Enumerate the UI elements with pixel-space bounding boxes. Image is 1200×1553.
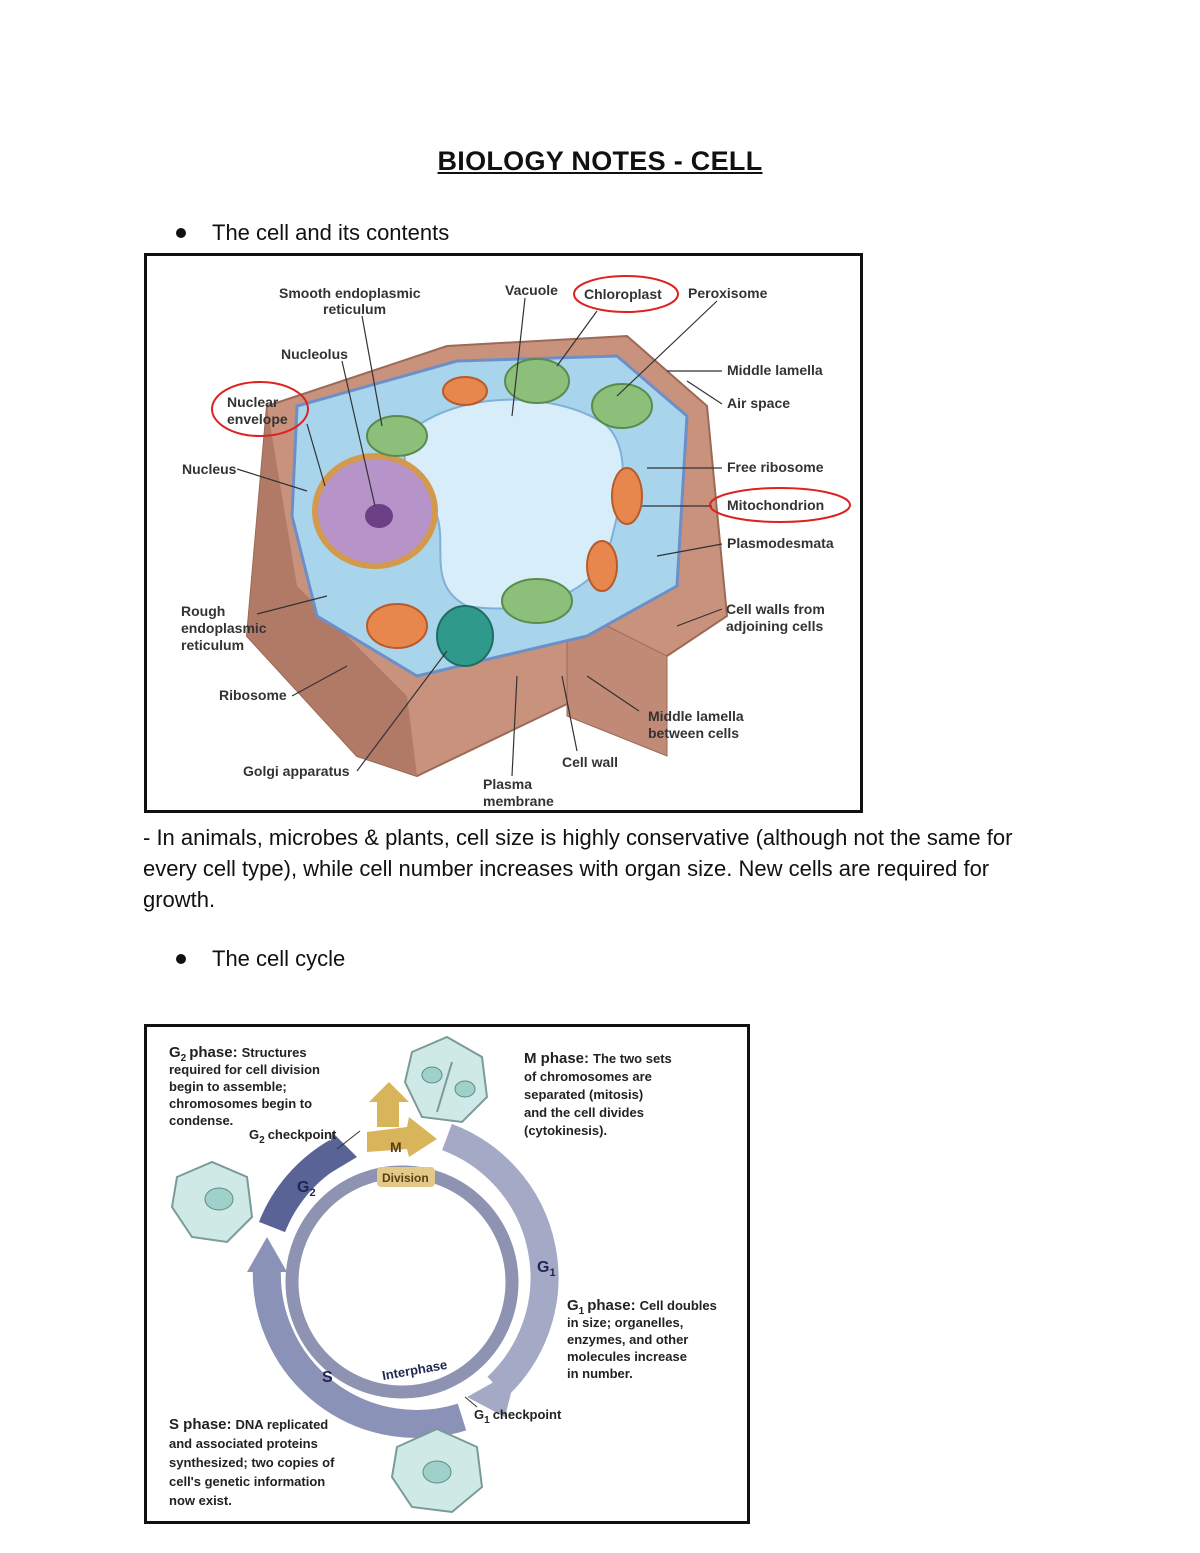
mitochondrion-shape — [442, 376, 488, 406]
bullet-text: The cell cycle — [212, 946, 346, 971]
mitochondrion-shape — [611, 467, 643, 525]
division-label: Division — [382, 1171, 429, 1185]
body-paragraph: - In animals, microbes & plants, cell si… — [143, 825, 1013, 912]
g2-checkpoint-line — [336, 1130, 361, 1150]
plant-cell-figure: Smooth endoplasmic reticulum Vacuole Chl… — [144, 253, 863, 813]
label-nucleus: Nucleus — [182, 461, 237, 477]
label-smooth-er: Smooth endoplasmic — [279, 285, 421, 301]
mitochondrion-highlight — [709, 487, 851, 523]
g1-arrow-label: G1 — [537, 1259, 556, 1279]
label-cell-walls: Cell walls from — [726, 601, 825, 617]
label-rough-2: endoplasmic — [181, 620, 267, 636]
label-nucleolus: Nucleolus — [281, 346, 348, 362]
m-phase-text: M phase:The two sets of chromosomes are … — [524, 1050, 675, 1138]
chloroplast-shape — [504, 358, 570, 404]
label-ribosome: Ribosome — [219, 687, 287, 703]
division-badge — [377, 1167, 435, 1187]
label-middle-lamella-cells-2: between cells — [648, 725, 739, 741]
cycle-inner-ring — [285, 1165, 519, 1399]
g1-arrow-band — [441, 1123, 559, 1398]
s-arrow-head — [247, 1237, 287, 1272]
g1-arrow-head — [467, 1369, 517, 1417]
m-arrow-up — [369, 1082, 409, 1127]
bullet-dot — [176, 954, 186, 964]
cell-icon-top — [403, 1035, 489, 1124]
chloroplast-shape — [366, 415, 428, 457]
cell-icon-left — [170, 1160, 254, 1244]
label-plasmodesmata: Plasmodesmata — [727, 535, 834, 551]
label-membrane: membrane — [483, 793, 554, 809]
bullet-text: The cell and its contents — [212, 220, 450, 245]
cell-icon-bottom — [390, 1427, 484, 1514]
mitochondrion-shape — [586, 540, 618, 592]
chloroplast-shape — [591, 383, 653, 429]
label-air-space: Air space — [727, 395, 790, 411]
g2-arrow-band — [258, 1139, 345, 1233]
wall-front — [566, 605, 668, 757]
label-chloroplast: Chloroplast — [584, 286, 662, 302]
g2-arrow-label: G2 — [297, 1179, 316, 1199]
s-arrow-label: S — [322, 1369, 333, 1386]
g2-arrow-head — [327, 1132, 357, 1175]
label-middle-lamella: Middle lamella — [727, 362, 823, 378]
page-title: BIOLOGY NOTES - CELL — [437, 146, 763, 176]
m-arrow-right — [367, 1117, 437, 1157]
label-nuclear: Nuclear — [227, 394, 279, 410]
chloroplast-shape — [501, 578, 573, 624]
bullet-cell-cycle: The cell cycle — [176, 946, 345, 972]
label-free-ribosome: Free ribosome — [727, 459, 824, 475]
label-rough: Rough — [181, 603, 225, 619]
nuclear-envelope-highlight — [211, 381, 309, 437]
wall-side — [247, 406, 417, 776]
label-cell-walls-2: adjoining cells — [726, 618, 823, 634]
label-middle-lamella-cells: Middle lamella — [648, 708, 744, 724]
s-phase-text: S phase:DNA replicated and associated pr… — [169, 1416, 338, 1508]
golgi-shape — [436, 605, 494, 667]
chloroplast-highlight — [573, 275, 679, 313]
label-plasma: Plasma — [483, 776, 532, 792]
label-mitochondrion: Mitochondrion — [727, 497, 824, 513]
label-smooth-er-2: reticulum — [323, 301, 386, 317]
mitochondrion-shape — [366, 603, 428, 649]
leader-lines — [236, 297, 723, 777]
bullet-dot — [176, 228, 186, 238]
label-golgi: Golgi apparatus — [243, 763, 350, 779]
label-cell-wall: Cell wall — [562, 754, 618, 770]
label-vacuole: Vacuole — [505, 282, 558, 298]
nucleolus-shape — [365, 504, 393, 528]
g1-checkpoint-line — [464, 1396, 478, 1408]
label-peroxisome: Peroxisome — [688, 285, 768, 301]
m-label: M — [390, 1139, 402, 1155]
bullet-cell-contents: The cell and its contents — [176, 220, 449, 246]
plant-cell-diagram: Smooth endoplasmic reticulum Vacuole Chl… — [181, 275, 851, 809]
label-rough-3: reticulum — [181, 637, 244, 653]
s-arrow-band — [252, 1266, 467, 1438]
label-envelope: envelope — [227, 411, 288, 427]
